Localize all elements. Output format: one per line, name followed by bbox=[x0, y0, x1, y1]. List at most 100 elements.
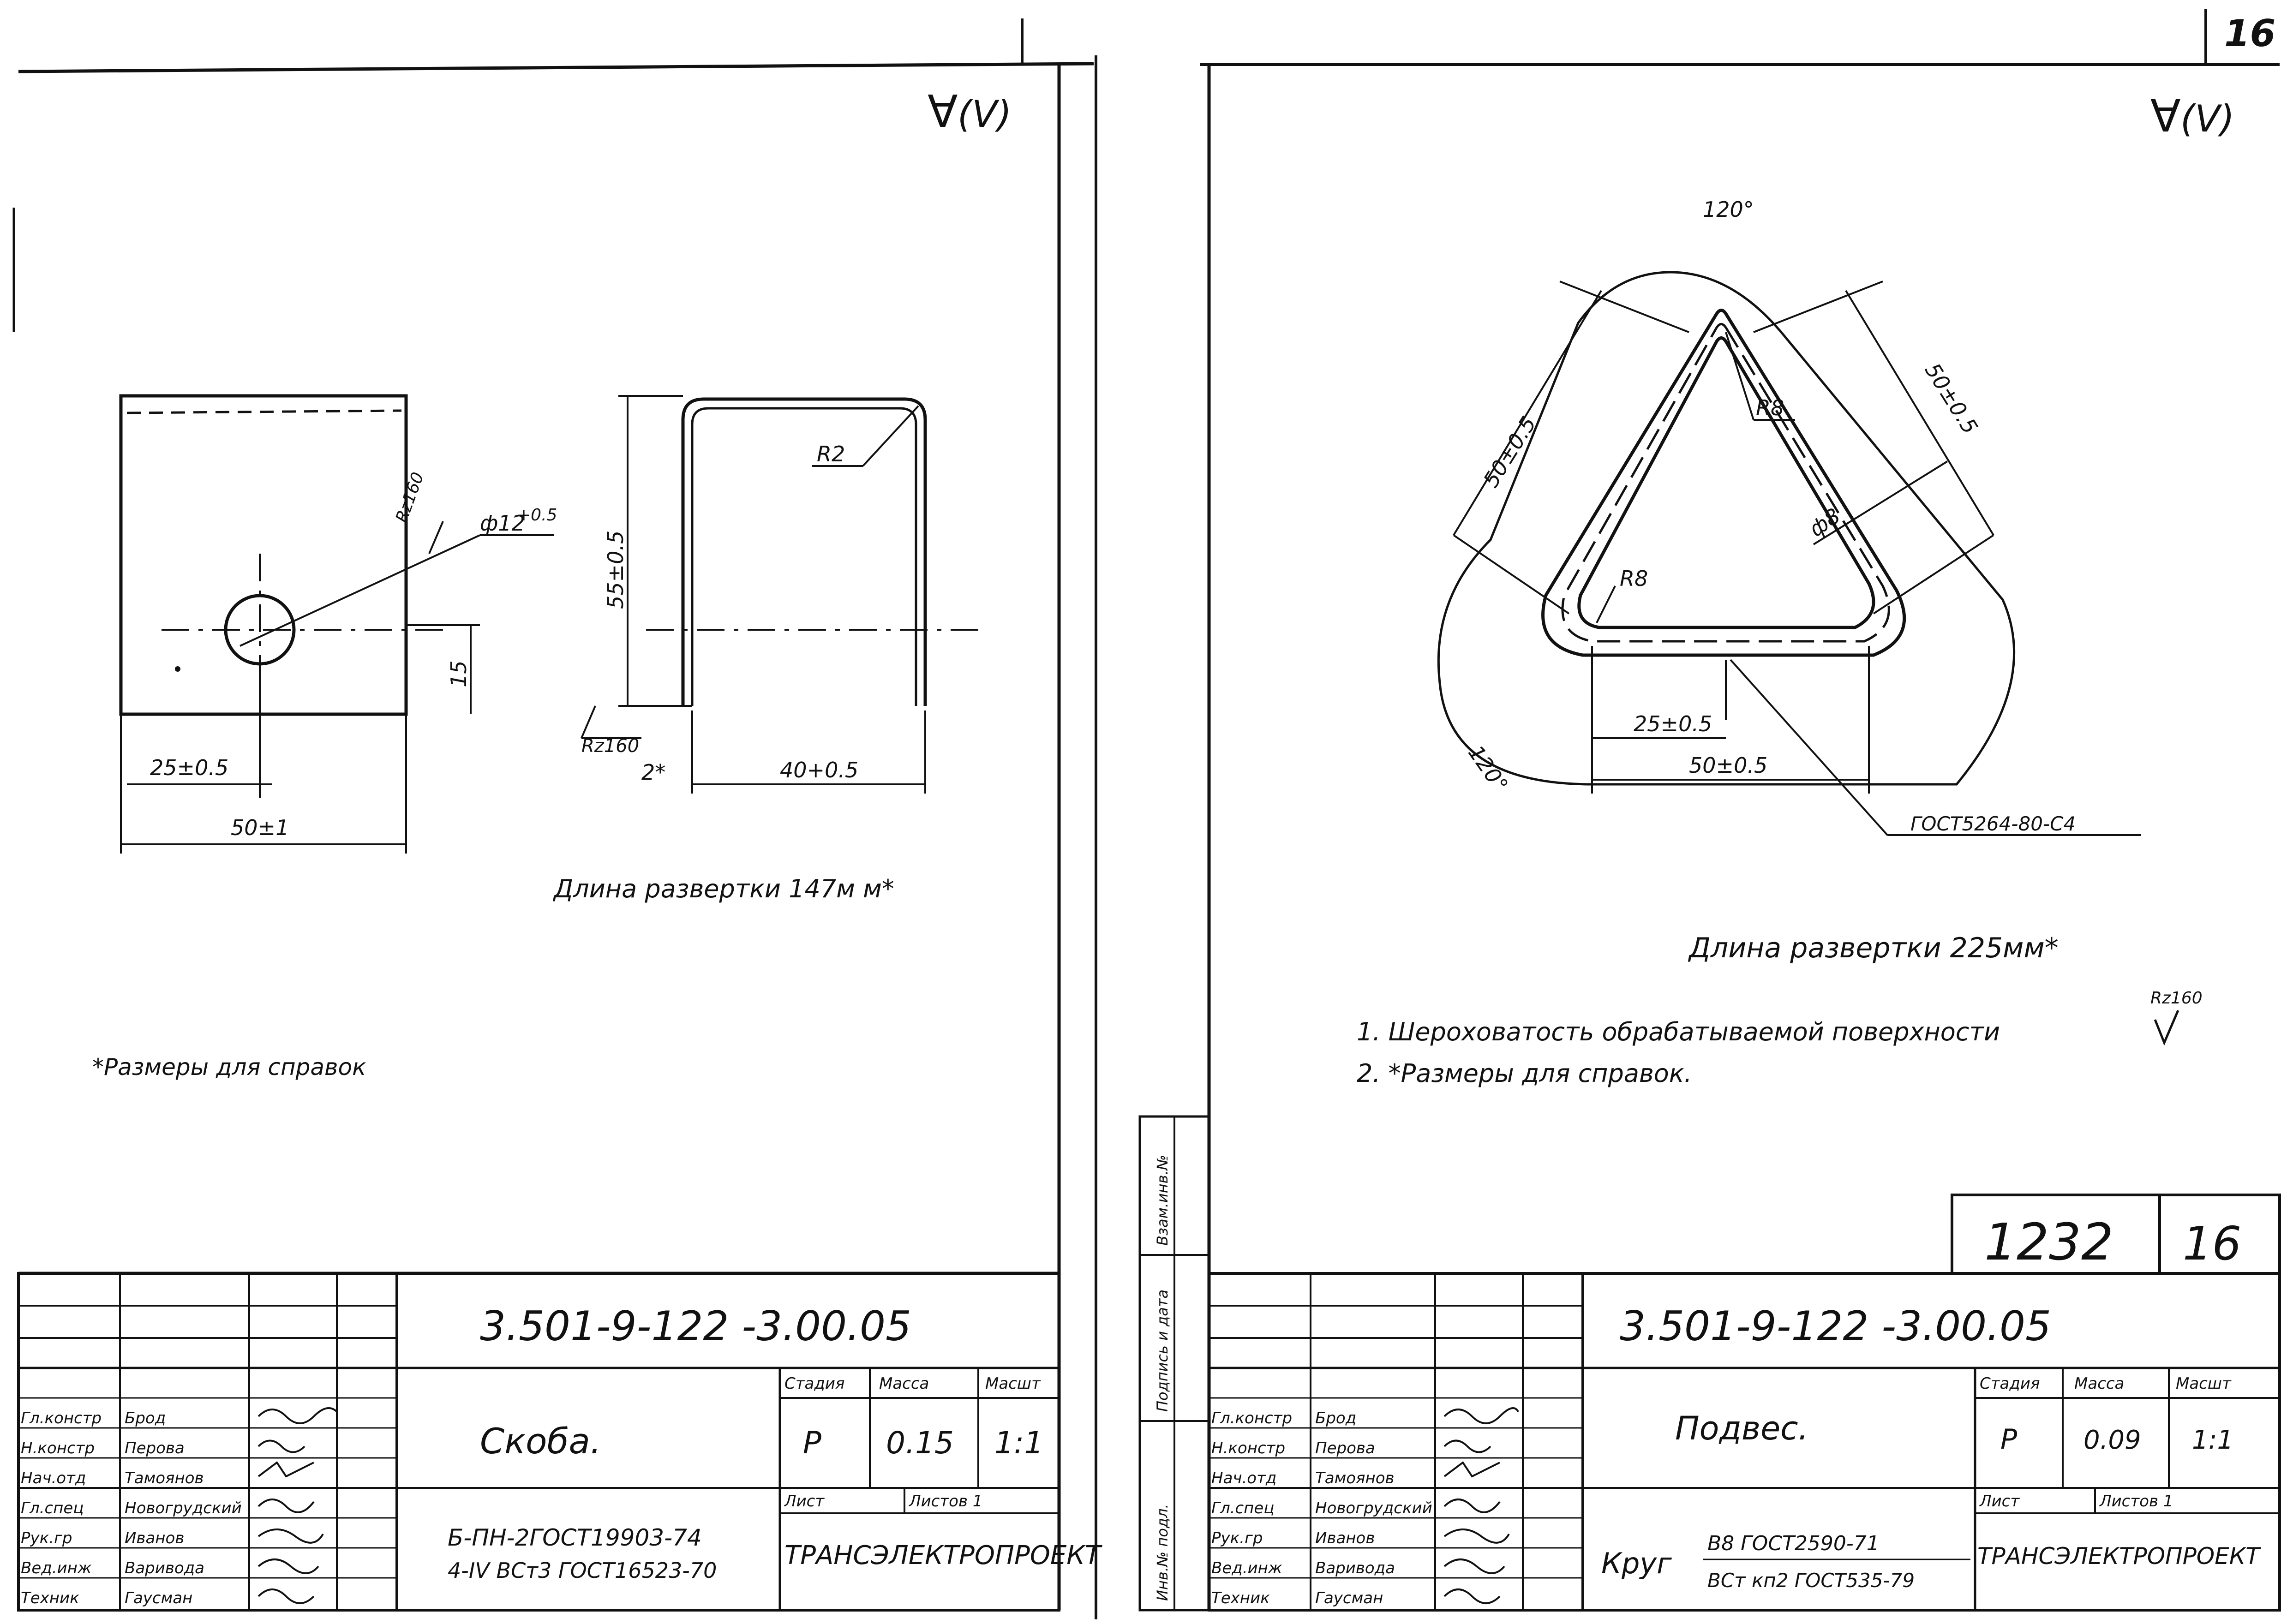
right-title-block: 3.501-9-122 -3.00.05 Подвес. Стадия Масс… bbox=[1208, 1272, 2281, 1612]
right-archive-no: 1232 bbox=[1984, 1212, 2113, 1272]
page-number-top: 16 bbox=[2224, 12, 2275, 55]
left-role-0: Гл.констр bbox=[21, 1409, 102, 1427]
right-role-4: Рук.гр bbox=[1211, 1529, 1263, 1547]
right-mass-header: Масса bbox=[2074, 1374, 2124, 1393]
left-name-6: Гаусман bbox=[125, 1589, 192, 1607]
right-note2: 2. *Размеры для справок. bbox=[1357, 1059, 1692, 1088]
right-role-1: Н.констр bbox=[1211, 1439, 1285, 1457]
left-role-4: Рук.гр bbox=[21, 1529, 72, 1547]
left-part-name: Скоба. bbox=[480, 1421, 601, 1462]
right-name-4: Иванов bbox=[1315, 1529, 1375, 1547]
right-part-name: Подвес. bbox=[1675, 1409, 1808, 1447]
right-roles: Гл.констр Н.констр Нач.отд Гл.спец Рук.г… bbox=[1211, 1409, 1292, 1607]
left-role-6: Техник bbox=[21, 1589, 79, 1607]
right-rod-diameter: ф8 bbox=[1804, 503, 1844, 542]
right-sheet: 16 ∀ (V) 120° 120° 50±0.5 50±0.5 R8 R8 ф… bbox=[1138, 9, 2281, 1612]
right-rz-note: Rz160 bbox=[2150, 989, 2203, 1008]
right-roughness-paren: (V) bbox=[2180, 97, 2234, 140]
left-name-3: Новогрудский bbox=[125, 1499, 242, 1517]
left-note: *Размеры для справок bbox=[92, 1054, 366, 1081]
right-role-5: Вед.инж bbox=[1211, 1559, 1282, 1577]
right-sheet-label: Лист bbox=[1979, 1492, 2020, 1511]
left-role-3: Гл.спец bbox=[21, 1499, 84, 1517]
right-side-left: 50±0.5 bbox=[1479, 412, 1541, 492]
left-radius-label: R2 bbox=[817, 442, 845, 466]
right-material-top: В8 ГОСТ2590-71 bbox=[1707, 1532, 1880, 1555]
right-mass: 0.09 bbox=[2083, 1425, 2141, 1455]
left-role-2: Нач.отд bbox=[21, 1469, 86, 1487]
left-role-1: Н.констр bbox=[21, 1439, 95, 1457]
left-roughness-mark: ∀ bbox=[928, 86, 958, 137]
left-hole-label: ф12 bbox=[480, 511, 525, 536]
left-leg-label: 40+0.5 bbox=[780, 758, 858, 782]
right-material-word: Круг bbox=[1601, 1546, 1672, 1580]
left-name-4: Иванов bbox=[125, 1529, 184, 1547]
left-half-width: 25±0.5 bbox=[150, 755, 228, 780]
left-names: Брод Перова Тамоянов Новогрудский Иванов… bbox=[125, 1409, 242, 1607]
left-mass-header: Масса bbox=[879, 1374, 929, 1393]
right-material-bottom: ВСт кп2 ГОСТ535-79 bbox=[1707, 1569, 1915, 1592]
left-width-label: 50±1 bbox=[231, 815, 289, 840]
left-sheets-label: Листов 1 bbox=[908, 1492, 982, 1511]
left-offset-label: 15 bbox=[446, 660, 471, 687]
left-roles: Гл.констр Н.констр Нач.отд Гл.спец Рук.г… bbox=[21, 1409, 102, 1607]
right-org: ТРАНСЭЛЕКТРОПРОЕКТ bbox=[1977, 1543, 2261, 1570]
right-scale: 1:1 bbox=[2192, 1425, 2233, 1455]
right-radius-left: R8 bbox=[1620, 566, 1648, 591]
left-thickness-label: 2* bbox=[641, 760, 665, 785]
left-name-0: Брод bbox=[125, 1409, 166, 1427]
left-material-bottom: 4-IV ВСт3 ГОСТ16523-70 bbox=[448, 1558, 717, 1583]
right-signatures bbox=[1443, 1407, 1519, 1604]
left-title-block: 3.501-9-122 -3.00.05 Скоба. Стадия Масса… bbox=[17, 1272, 1102, 1612]
right-stage-header: Стадия bbox=[1980, 1374, 2040, 1393]
left-org: ТРАНСЭЛЕКТРОПРОЕКТ bbox=[784, 1540, 1102, 1570]
left-signatures bbox=[257, 1407, 338, 1604]
right-designation: 3.501-9-122 -3.00.05 bbox=[1620, 1302, 2051, 1350]
right-name-5: Варивода bbox=[1315, 1559, 1395, 1577]
right-archive-box: 1232 16 bbox=[1951, 1194, 2281, 1275]
left-height-label: 55±0.5 bbox=[603, 531, 628, 609]
right-role-0: Гл.констр bbox=[1211, 1409, 1292, 1427]
left-material-top: Б-ПН-2ГОСТ19903-74 bbox=[448, 1524, 702, 1551]
right-name-0: Брод bbox=[1315, 1409, 1356, 1427]
left-name-2: Тамоянов bbox=[125, 1469, 204, 1487]
right-base: 50±0.5 bbox=[1689, 753, 1767, 778]
right-name-2: Тамоянов bbox=[1315, 1469, 1395, 1487]
right-side-right: 50±0.5 bbox=[1920, 358, 1983, 438]
right-angle-top: 120° bbox=[1703, 197, 1754, 222]
left-roughness-paren: (V) bbox=[958, 93, 1012, 136]
left-side-view: 55±0.5 R2 40+0.5 2* Rz160 bbox=[581, 395, 988, 794]
left-stage-header: Стадия bbox=[784, 1374, 844, 1393]
stamp-inv: Инв.№ подл. bbox=[1154, 1504, 1171, 1601]
right-name-1: Перова bbox=[1315, 1439, 1375, 1457]
left-sheet: ∀ (V) Rz160 ф12 +0.5 15 25±0.5 bbox=[12, 18, 1102, 1612]
left-rz-bottom: Rz160 bbox=[581, 735, 639, 757]
right-role-2: Нач.отд bbox=[1211, 1469, 1276, 1487]
left-scale: 1:1 bbox=[994, 1425, 1043, 1461]
right-sheet-no: 16 bbox=[2183, 1217, 2241, 1271]
right-roughness-mark: ∀ bbox=[2150, 90, 2181, 142]
right-radius-top: R8 bbox=[1756, 395, 1784, 420]
right-stage: Р bbox=[2000, 1423, 2018, 1456]
left-mass: 0.15 bbox=[886, 1425, 954, 1461]
right-hanger-view: 120° 120° 50±0.5 50±0.5 R8 R8 ф8 25±0.5 … bbox=[1437, 197, 2141, 836]
left-role-5: Вед.инж bbox=[21, 1559, 92, 1577]
stamp-sign-date: Подпись и дата bbox=[1154, 1290, 1171, 1412]
right-names: Брод Перова Тамоянов Новогрудский Иванов… bbox=[1315, 1409, 1432, 1607]
right-scale-header: Масшт bbox=[2176, 1374, 2232, 1393]
right-name-3: Новогрудский bbox=[1315, 1499, 1432, 1517]
right-dev-length: Длина развертки 225мм* bbox=[1688, 932, 2059, 964]
right-role-3: Гл.спец bbox=[1211, 1499, 1274, 1517]
left-name-5: Варивода bbox=[125, 1559, 204, 1577]
right-roughness-check-icon bbox=[2154, 1010, 2179, 1046]
stamp-replace: Взам.инв.№ bbox=[1154, 1155, 1171, 1246]
right-note1: 1. Шероховатость обрабатываемой поверхно… bbox=[1357, 1017, 2000, 1046]
left-rz-hole: Rz160 bbox=[392, 470, 428, 525]
left-name-1: Перова bbox=[125, 1439, 185, 1457]
left-hole-tol: +0.5 bbox=[517, 506, 557, 525]
left-dev-length: Длина развертки 147м м* bbox=[553, 874, 894, 903]
left-designation: 3.501-9-122 -3.00.05 bbox=[480, 1302, 911, 1350]
right-side-stamp: Взам.инв.№ Подпись и дата Инв.№ подл. bbox=[1138, 1115, 1210, 1612]
right-role-6: Техник bbox=[1211, 1589, 1270, 1607]
